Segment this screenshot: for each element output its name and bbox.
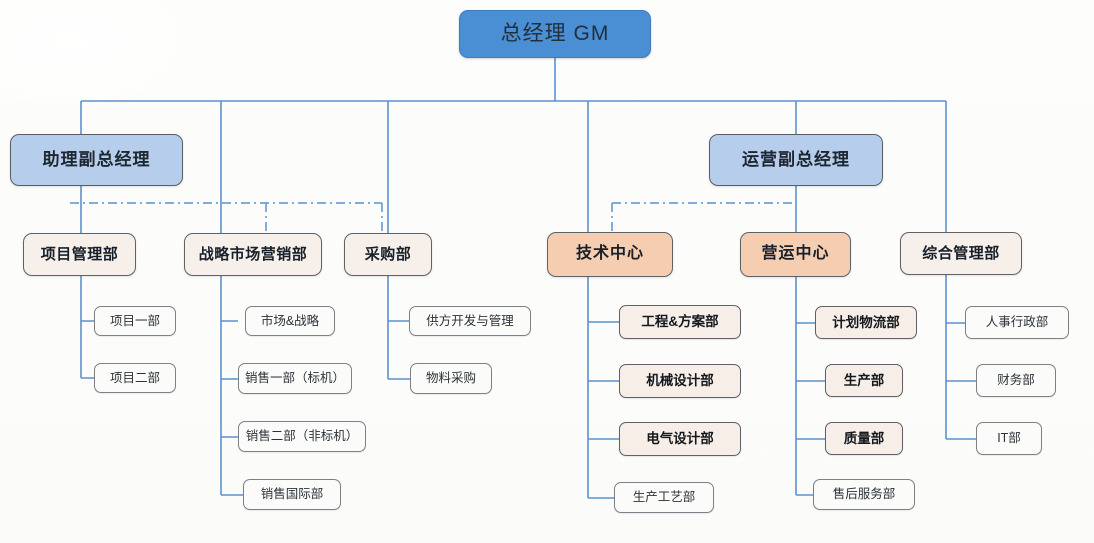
node-project-management-dept[interactable]: 项目管理部 bbox=[23, 233, 136, 276]
node-assistant-vice-general-manager[interactable]: 助理副总经理 bbox=[10, 134, 183, 186]
node-quality-dept[interactable]: 质量部 bbox=[825, 422, 903, 455]
node-project-team-2[interactable]: 项目二部 bbox=[94, 363, 176, 393]
node-international-sales-dept[interactable]: 销售国际部 bbox=[243, 479, 341, 510]
node-finance-dept[interactable]: 财务部 bbox=[976, 364, 1056, 397]
node-technology-center[interactable]: 技术中心 bbox=[547, 232, 673, 277]
node-general-management-dept[interactable]: 综合管理部 bbox=[900, 232, 1022, 275]
node-after-sales-service-dept[interactable]: 售后服务部 bbox=[813, 479, 915, 510]
wire-admin-children bbox=[945, 275, 976, 440]
node-it-dept[interactable]: IT部 bbox=[976, 422, 1042, 455]
node-purchasing-dept[interactable]: 采购部 bbox=[344, 233, 432, 276]
node-planning-logistics-dept[interactable]: 计划物流部 bbox=[815, 306, 917, 339]
node-market-and-strategy[interactable]: 市场&战略 bbox=[245, 306, 335, 336]
node-operations-vice-general-manager[interactable]: 运营副总经理 bbox=[709, 134, 883, 186]
node-operations-center[interactable]: 营运中心 bbox=[740, 232, 851, 277]
node-engineering-solution-dept[interactable]: 工程&方案部 bbox=[619, 305, 741, 339]
wire-ops-children bbox=[795, 277, 825, 496]
wire-tech-children bbox=[587, 277, 619, 499]
node-mechanical-design-dept[interactable]: 机械设计部 bbox=[619, 364, 741, 398]
node-supplier-development-management[interactable]: 供方开发与管理 bbox=[409, 306, 531, 336]
node-sales-dept-2-nonstandard[interactable]: 销售二部（非标机） bbox=[238, 421, 366, 452]
node-sales-dept-1-standard[interactable]: 销售一部（标机） bbox=[238, 363, 352, 394]
wire-purchase-children bbox=[387, 276, 410, 380]
node-strategic-marketing-dept[interactable]: 战略市场营销部 bbox=[184, 233, 322, 276]
node-production-process-dept[interactable]: 生产工艺部 bbox=[614, 482, 714, 513]
wire-project-children bbox=[80, 276, 94, 379]
wire-marketing-children bbox=[220, 276, 243, 496]
node-production-dept[interactable]: 生产部 bbox=[825, 364, 903, 397]
node-project-team-1[interactable]: 项目一部 bbox=[94, 306, 176, 336]
node-hr-administration-dept[interactable]: 人事行政部 bbox=[965, 306, 1069, 339]
node-material-procurement[interactable]: 物料采购 bbox=[410, 363, 492, 394]
node-general-manager[interactable]: 总经理 GM bbox=[459, 10, 651, 58]
node-electrical-design-dept[interactable]: 电气设计部 bbox=[619, 422, 741, 456]
